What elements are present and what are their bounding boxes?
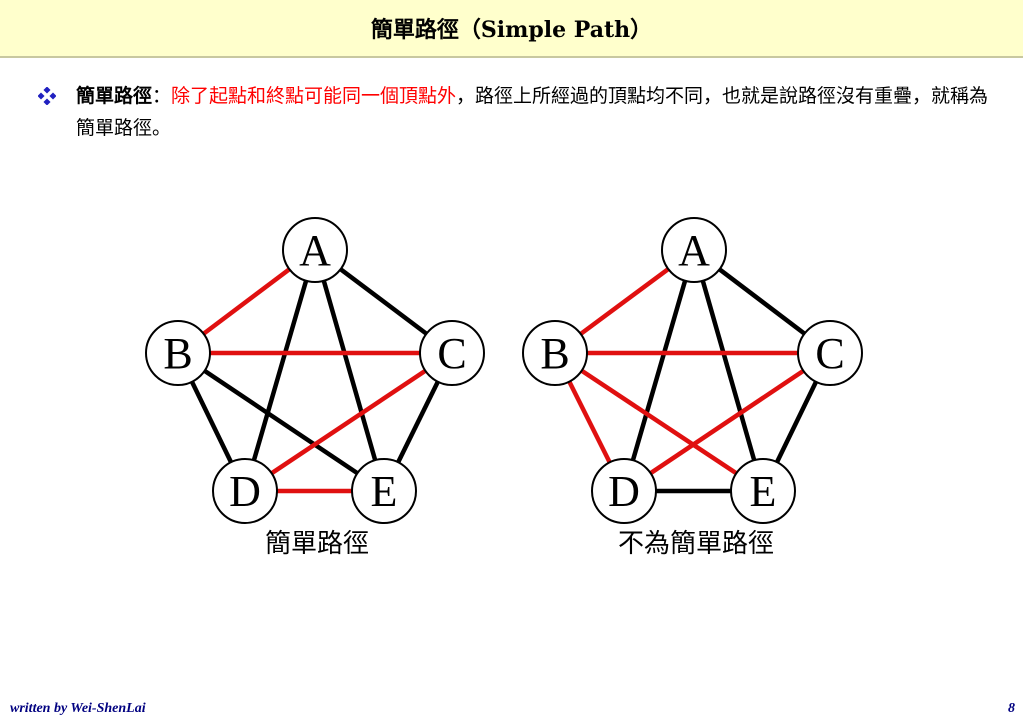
- edge-B-E: [176, 351, 386, 493]
- node-label-B: B: [163, 329, 192, 378]
- edge-B-E: [553, 351, 765, 493]
- node-label-D: D: [608, 467, 640, 516]
- node-A: [661, 217, 727, 283]
- footer-author: written by Wei-ShenLai: [10, 701, 146, 716]
- edge-A-D: [242, 249, 318, 492]
- diamond-bullet-icon: [38, 87, 56, 105]
- node-E: [730, 458, 796, 524]
- edge-A-D: [621, 249, 697, 492]
- page-number: 8: [1008, 701, 1015, 716]
- definition-bullet: 簡單路徑：除了起點和終點可能同一個頂點外，路徑上所經過的頂點均不同，也就是說路徑…: [38, 80, 998, 144]
- graph-not-simple-path: A B C D E: [522, 217, 863, 524]
- graph-caption-not-simple: 不為簡單路徑: [617, 529, 775, 559]
- node-A: [282, 217, 348, 283]
- node-label-A: A: [678, 226, 710, 275]
- node-label-B: B: [540, 329, 569, 378]
- node-label-C: C: [437, 329, 466, 378]
- node-C: [419, 320, 485, 386]
- node-label-D: D: [229, 467, 261, 516]
- node-B: [522, 320, 588, 386]
- node-E: [351, 458, 417, 524]
- graph-simple-path: A B C D E: [145, 217, 485, 524]
- node-label-E: E: [750, 467, 777, 516]
- node-label-E: E: [371, 467, 398, 516]
- graph-caption-simple: 簡單路徑: [264, 529, 370, 559]
- definition-text: 簡單路徑：除了起點和終點可能同一個頂點外，路徑上所經過的頂點均不同，也就是說路徑…: [76, 80, 998, 144]
- definition-term: 簡單路徑: [76, 85, 153, 107]
- edge-A-E: [312, 249, 387, 492]
- definition-highlight: 除了起點和終點可能同一個頂點外: [171, 85, 457, 107]
- title-bar: 簡單路徑（Simple Path）: [0, 0, 1023, 58]
- node-label-A: A: [299, 226, 331, 275]
- edge-A-E: [691, 249, 766, 492]
- node-B: [145, 320, 211, 386]
- edge-C-D: [622, 351, 832, 493]
- node-D: [212, 458, 278, 524]
- definition-rest: ，路徑上所經過的頂點均不同，也就是說路徑沒有重疊，就稱為簡單路徑。: [76, 85, 989, 139]
- node-label-C: C: [815, 329, 844, 378]
- node-D: [591, 458, 657, 524]
- slide-title: 簡單路徑（Simple Path）: [370, 17, 653, 43]
- node-C: [797, 320, 863, 386]
- edge-C-D: [243, 351, 454, 493]
- definition-colon: ：: [152, 85, 172, 107]
